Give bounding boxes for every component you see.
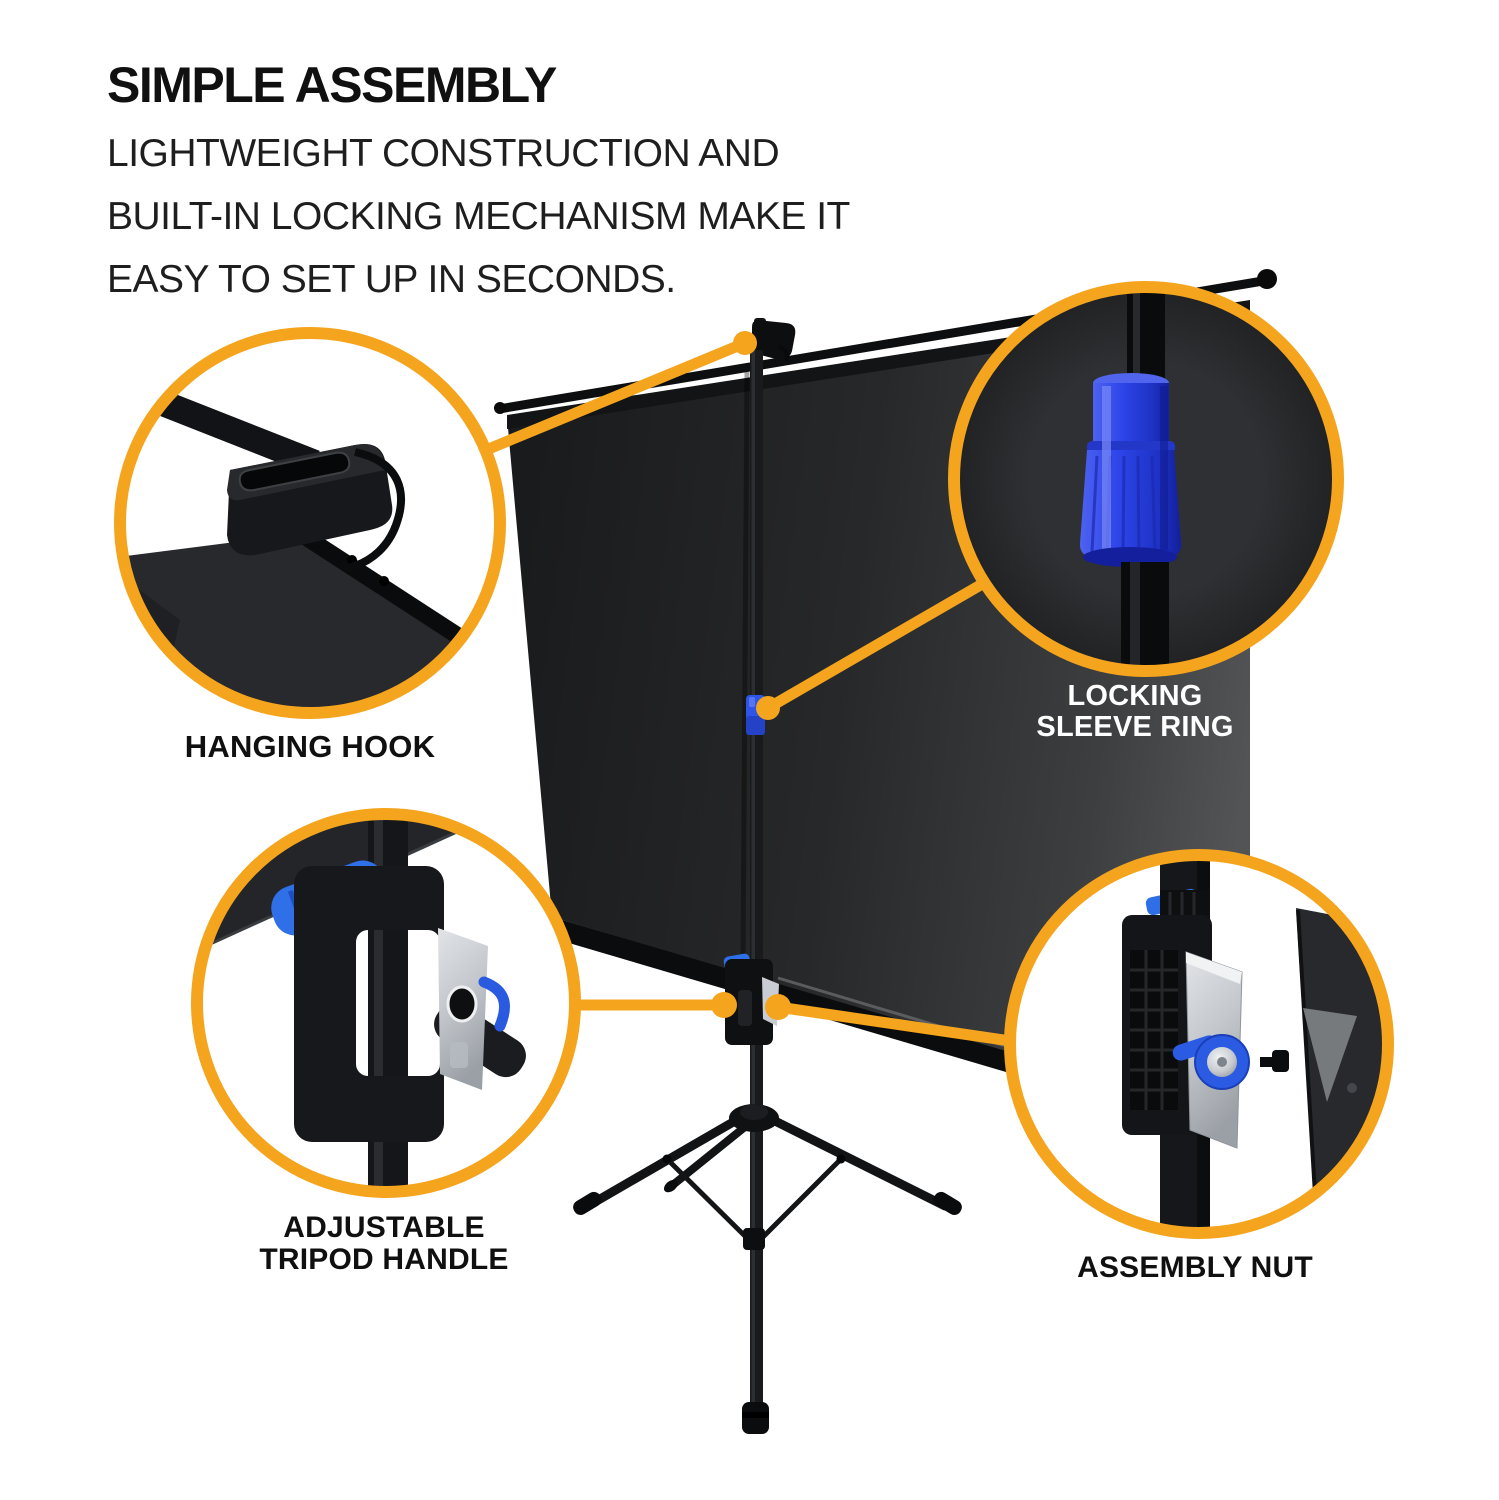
- connector-line-hook: [456, 337, 751, 466]
- pointer-dot-handle-right: [765, 994, 791, 1020]
- tripod-right-foot: [933, 1191, 962, 1215]
- magnified-screen-corner: [126, 534, 472, 708]
- description-line-3: EASY TO SET UP IN SECONDS.: [107, 258, 676, 301]
- pointer-dot-hook: [733, 331, 757, 355]
- bar-left-cap: [494, 402, 506, 414]
- callout-circle-locking-sleeve: [948, 281, 1344, 677]
- connector-line-sleeve: [762, 566, 1009, 714]
- tripod-left-brace: [665, 1157, 753, 1244]
- tripod-rear-leg: [670, 1118, 755, 1188]
- assembly-nut-text: ASSEMBLY NUT: [1077, 1251, 1313, 1284]
- tripod-right-leg: [756, 1109, 950, 1211]
- magnified-hanging-hook: [227, 444, 406, 572]
- tripod-handle-line-1: ADJUSTABLE: [283, 1211, 485, 1244]
- magnified-screen-top-bar: [293, 524, 477, 653]
- tripod-handle-line-2: TRIPOD HANDLE: [259, 1243, 509, 1276]
- tripod: [573, 1104, 962, 1434]
- tripod-left-foot: [573, 1191, 602, 1215]
- hanging-hook-part: [752, 318, 796, 362]
- pointer-dot-sleeve: [756, 696, 780, 720]
- label-locking-sleeve-ring: LOCKING SLEEVE RING: [935, 681, 1335, 743]
- description-text: LIGHTWEIGHT CONSTRUCTION AND BUILT-IN LO…: [107, 122, 850, 311]
- bar-end-cap: [1257, 269, 1277, 289]
- center-pole: [750, 350, 763, 1412]
- magnified-locking-sleeve-ring: [1079, 373, 1182, 567]
- locking-sleeve-line-1: LOCKING: [1067, 680, 1203, 712]
- tripod-right-brace: [756, 1157, 843, 1244]
- callout-circle-assembly-nut: [1004, 849, 1394, 1239]
- hanging-hook-text: HANGING HOOK: [184, 729, 436, 764]
- magnified-assembly-nut: [1122, 888, 1289, 1149]
- connector-line-nut: [772, 1001, 1044, 1051]
- locking-sleeve-line-2: SLEEVE RING: [1036, 711, 1234, 743]
- label-hanging-hook: HANGING HOOK: [90, 730, 530, 764]
- label-adjustable-tripod-handle: ADJUSTABLE TRIPOD HANDLE: [184, 1212, 584, 1276]
- description-line-2: BUILT-IN LOCKING MECHANISM MAKE IT: [107, 195, 850, 238]
- screen-fold-shadow: [740, 371, 750, 959]
- pointer-dot-handle-left: [711, 992, 737, 1018]
- label-assembly-nut: ASSEMBLY NUT: [995, 1252, 1395, 1284]
- magnified-peg: [1260, 1057, 1274, 1067]
- callout-connectors: [456, 337, 1044, 1051]
- magnified-blue-lever: [478, 976, 510, 1032]
- magnified-tripod-handle: [271, 860, 510, 1142]
- callout-circle-hanging-hook: [114, 327, 506, 719]
- description-line-1: LIGHTWEIGHT CONSTRUCTION AND: [107, 132, 780, 175]
- tripod-brace-collar: [743, 1228, 765, 1250]
- page-title: SIMPLE ASSEMBLY: [107, 57, 557, 113]
- connector-dots: [711, 331, 791, 1020]
